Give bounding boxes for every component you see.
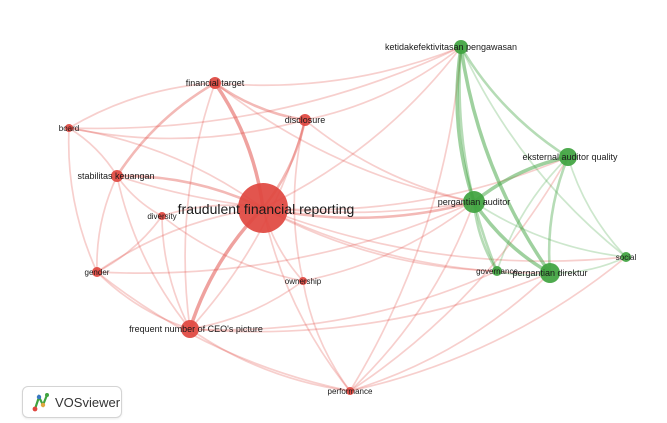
edge-frl-board bbox=[68, 127, 264, 209]
edge-disc-pa bbox=[304, 119, 475, 203]
node-perf[interactable] bbox=[346, 387, 354, 395]
node-label-fnc: frequent number of CEO's picture bbox=[129, 324, 263, 334]
edge-ft-pa bbox=[214, 82, 475, 203]
edge-eaq-pd bbox=[547, 155, 570, 275]
node-label-own: ownership bbox=[285, 277, 322, 286]
edge-div-own bbox=[161, 215, 304, 282]
edge-kp-gov bbox=[458, 45, 499, 273]
edge-perf-pd bbox=[349, 272, 551, 392]
edge-kp-pd bbox=[459, 45, 552, 275]
edge-gen-div bbox=[96, 215, 163, 273]
edge-sk-pa bbox=[116, 175, 475, 214]
node-label-gen: gender bbox=[85, 268, 110, 277]
node-board[interactable] bbox=[65, 124, 73, 132]
edge-ft-board bbox=[68, 82, 216, 129]
node-soc[interactable] bbox=[621, 252, 631, 262]
vosviewer-label: VOSviewer bbox=[55, 394, 121, 410]
node-label-sk: stabilitas keuangan bbox=[77, 171, 154, 181]
node-label-gov: governance bbox=[476, 267, 518, 276]
node-ft[interactable] bbox=[209, 77, 221, 89]
node-label-board: board bbox=[59, 124, 79, 133]
node-eaq[interactable] bbox=[559, 148, 577, 166]
node-label-soc: social bbox=[616, 253, 637, 262]
label-layer: fraudulent financial reporting financial … bbox=[59, 42, 637, 396]
vosviewer-badge[interactable]: VOSviewer bbox=[22, 386, 122, 418]
edge-fnc-pd bbox=[189, 272, 551, 333]
node-label-disc: disclosure bbox=[285, 115, 326, 125]
node-disc[interactable] bbox=[299, 114, 311, 126]
edge-disc-own bbox=[293, 119, 306, 282]
node-label-eaq: eksternal auditor quality bbox=[522, 152, 618, 162]
edge-sk-gen bbox=[96, 175, 118, 273]
edge-ft-fnc bbox=[184, 82, 216, 330]
edge-frl-gov bbox=[262, 207, 498, 272]
vosviewer-logo-icon bbox=[32, 393, 49, 412]
node-frl[interactable] bbox=[238, 183, 288, 233]
edge-fnc-own bbox=[189, 280, 304, 330]
node-label-kp: ketidakefektivitasan pengawasan bbox=[385, 42, 517, 52]
edge-frl-gen bbox=[96, 207, 264, 273]
edge-frl-pd bbox=[262, 207, 551, 274]
edge-perf-pa bbox=[349, 201, 475, 392]
node-gov[interactable] bbox=[492, 266, 502, 276]
node-layer bbox=[65, 40, 631, 395]
edge-board-disc bbox=[68, 119, 306, 140]
node-label-pd: pergantian direktur bbox=[512, 268, 587, 278]
edge-frl-soc bbox=[262, 207, 627, 262]
edge-sk-board bbox=[68, 127, 118, 177]
edge-ft-disc bbox=[213, 81, 307, 122]
node-sk[interactable] bbox=[111, 170, 123, 182]
edge-board-gen bbox=[67, 127, 98, 273]
edge-kp-eaq bbox=[459, 45, 570, 159]
edge-gen-pa bbox=[96, 201, 475, 274]
edge-own-perf bbox=[302, 280, 351, 392]
edge-fnc-gov bbox=[189, 270, 498, 331]
edge-kp-soc bbox=[460, 46, 627, 258]
node-fnc[interactable] bbox=[181, 320, 199, 338]
edge-div-fnc bbox=[161, 215, 191, 330]
edge-gen-perf bbox=[96, 271, 351, 392]
edge-own-pa bbox=[302, 201, 475, 282]
node-label-perf: performance bbox=[328, 387, 373, 396]
edge-frl-kp bbox=[262, 46, 462, 209]
edge-ft-sk bbox=[115, 81, 217, 178]
edge-fnc-perf bbox=[189, 328, 351, 392]
edge-frl-eaq bbox=[262, 156, 569, 211]
edge-eaq-soc bbox=[567, 156, 627, 258]
edge-ft-kp bbox=[214, 46, 462, 87]
node-gen[interactable] bbox=[92, 267, 102, 277]
edge-perf-soc bbox=[349, 256, 627, 392]
node-div[interactable] bbox=[158, 212, 166, 220]
node-label-div: diversity bbox=[147, 212, 176, 221]
edge-eaq-gov bbox=[496, 156, 569, 272]
node-pd[interactable] bbox=[540, 263, 560, 283]
edge-board-kp bbox=[68, 46, 462, 130]
node-label-frl: fraudulent financial reporting bbox=[178, 201, 355, 217]
edge-gen-fnc bbox=[96, 271, 191, 330]
node-label-ft: financial target bbox=[186, 78, 245, 88]
edge-kp-pa bbox=[455, 45, 476, 204]
edge-pa-soc bbox=[473, 201, 627, 258]
edge-perf-eaq bbox=[349, 156, 569, 392]
edge-pa-pd bbox=[472, 200, 552, 275]
edge-sk-fnc bbox=[116, 175, 191, 330]
edge-eaq-pa bbox=[472, 155, 570, 204]
edge-disc-kp bbox=[304, 46, 462, 121]
edge-frl-pa bbox=[261, 200, 476, 220]
edge-frl-perf bbox=[262, 207, 351, 392]
node-kp[interactable] bbox=[454, 40, 468, 54]
node-pa[interactable] bbox=[463, 191, 485, 213]
node-own[interactable] bbox=[299, 277, 307, 285]
node-label-pa: pergantian auditor bbox=[438, 197, 511, 207]
